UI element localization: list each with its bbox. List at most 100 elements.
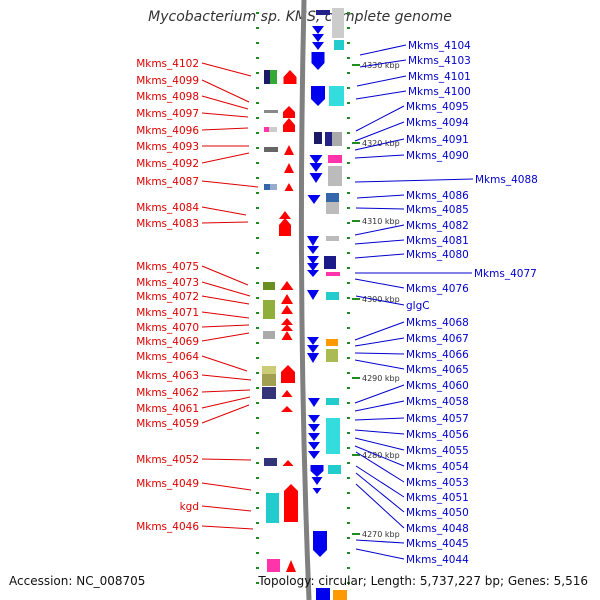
- forward-gene-arrow: [284, 163, 294, 173]
- left-gene-label: Mkms_4097: [136, 108, 199, 120]
- left-tick-mark: [256, 447, 259, 449]
- reverse-gene-arrow: [308, 433, 320, 441]
- right-tick-mark: [347, 582, 350, 584]
- left-gene-label: Mkms_4070: [136, 322, 199, 334]
- left-label-leader: [201, 404, 250, 424]
- right-label-leader: [354, 445, 405, 467]
- left-gene-label: Mkms_4084: [136, 202, 199, 214]
- left-gene-label: Mkms_4071: [136, 307, 199, 319]
- right-gene-label: Mkms_4051: [406, 492, 469, 504]
- left-tick-mark: [256, 462, 259, 464]
- reverse-gene-arrow: [307, 290, 319, 300]
- scale-tick: [352, 377, 360, 379]
- right-tick-mark: [347, 447, 350, 449]
- right-tick-mark: [347, 117, 350, 119]
- reverse-gene-arrow: [311, 477, 323, 485]
- right-label-leader: [359, 59, 407, 68]
- forward-gene-arrow: [281, 324, 293, 331]
- left-gene-label: Mkms_4083: [136, 218, 199, 230]
- right-gene-label: Mkms_4082: [406, 220, 469, 232]
- reverse-gene-arrow: [307, 263, 319, 271]
- left-label-leader: [201, 355, 248, 372]
- reverse-gene-arrow: [312, 488, 322, 494]
- reverse-gene-arrow: [307, 256, 319, 264]
- gene-block: [326, 339, 338, 346]
- gene-block: [325, 132, 332, 146]
- left-label-leader: [201, 311, 250, 319]
- left-label-leader: [201, 458, 252, 461]
- gene-block: [328, 166, 342, 186]
- right-gene-label: Mkms_4048: [406, 523, 469, 535]
- left-tick-mark: [256, 297, 259, 299]
- left-tick-mark: [256, 342, 259, 344]
- forward-gene-arrow: [280, 281, 294, 290]
- left-tick-mark: [256, 282, 259, 284]
- left-label-leader: [201, 281, 251, 297]
- right-label-leader: [355, 483, 405, 529]
- gene-block: [263, 282, 275, 290]
- right-gene-label: Mkms_4094: [406, 117, 469, 129]
- right-tick-mark: [347, 462, 350, 464]
- forward-gene-arrow: [286, 560, 296, 572]
- reverse-gene-arrow: [308, 442, 320, 450]
- right-tick-mark: [347, 222, 350, 224]
- left-gene-label: Mkms_4072: [136, 291, 199, 303]
- right-tick-mark: [347, 327, 350, 329]
- left-tick-mark: [256, 57, 259, 59]
- right-tick-mark: [347, 312, 350, 314]
- left-label-leader: [201, 95, 249, 110]
- left-tick-mark: [256, 552, 259, 554]
- reverse-gene-arrow: [308, 398, 320, 407]
- gene-block: [328, 465, 341, 474]
- gene-block: [270, 184, 277, 190]
- scale-tick: [352, 220, 360, 222]
- left-gene-label: Mkms_4092: [136, 158, 199, 170]
- right-tick-mark: [347, 12, 350, 14]
- right-gene-label: Mkms_4080: [406, 249, 469, 261]
- left-tick-mark: [256, 177, 259, 179]
- forward-gene-arrow: [283, 106, 295, 118]
- left-label-leader: [201, 127, 249, 131]
- right-tick-mark: [347, 102, 350, 104]
- left-label-leader: [201, 79, 250, 103]
- left-tick-mark: [256, 417, 259, 419]
- right-label-leader: [359, 44, 407, 56]
- left-label-leader: [201, 332, 250, 342]
- scale-tick-label: 4300 kbp: [362, 295, 400, 304]
- gene-block: [263, 331, 275, 339]
- right-gene-label: Mkms_4050: [406, 507, 469, 519]
- accession-text: Accession: NC_008705: [9, 574, 146, 588]
- scale-tick: [352, 454, 360, 456]
- reverse-gene-arrow: [308, 451, 320, 459]
- left-tick-mark: [256, 207, 259, 209]
- right-gene-label: Mkms_4066: [406, 349, 469, 361]
- left-gene-label: Mkms_4046: [136, 521, 199, 533]
- genome-summary-text: Topology: circular; Length: 5,737,227 bp…: [258, 574, 588, 588]
- left-gene-label: Mkms_4061: [136, 403, 199, 415]
- forward-gene-arrow: [281, 294, 293, 304]
- left-gene-label: Mkms_4096: [136, 125, 199, 137]
- right-gene-label: Mkms_4056: [406, 429, 469, 441]
- scale-tick: [352, 533, 360, 535]
- left-tick-mark: [256, 567, 259, 569]
- left-tick-mark: [256, 312, 259, 314]
- left-tick-mark: [256, 117, 259, 119]
- forward-gene-arrow: [281, 365, 295, 383]
- left-label-leader: [201, 389, 251, 393]
- right-label-leader: [355, 295, 405, 306]
- left-label-leader: [201, 396, 251, 409]
- left-gene-label: Mkms_4093: [136, 141, 199, 153]
- gene-block: [326, 292, 339, 300]
- gene-block: [328, 155, 342, 163]
- right-label-leader: [355, 548, 405, 560]
- right-label-leader: [354, 278, 405, 289]
- left-tick-mark: [256, 357, 259, 359]
- right-label-leader: [355, 90, 407, 100]
- gene-block: [326, 202, 339, 214]
- right-gene-label: Mkms_4055: [406, 445, 469, 457]
- left-label-leader: [201, 152, 250, 164]
- right-label-leader: [354, 321, 405, 341]
- left-tick-mark: [256, 537, 259, 539]
